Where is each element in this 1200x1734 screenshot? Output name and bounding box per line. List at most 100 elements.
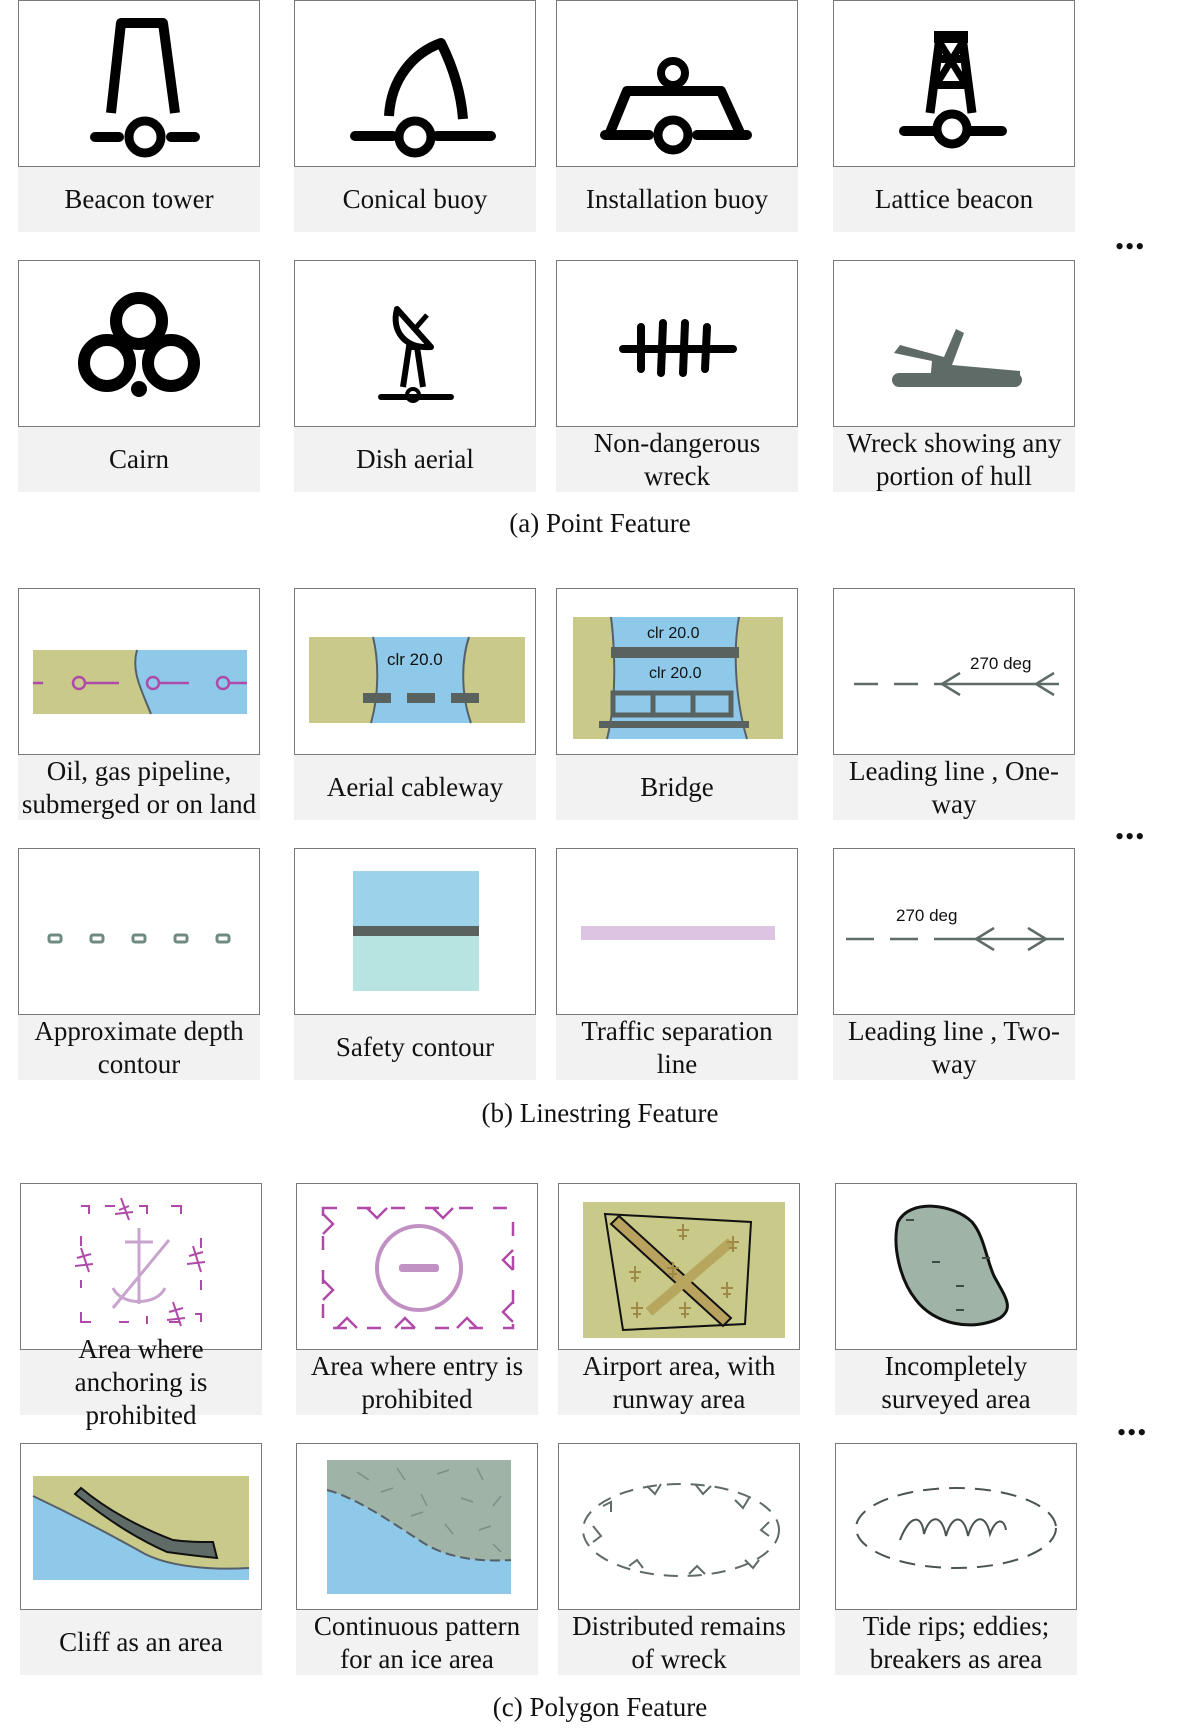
symbol-card: Wreck showing any portion of hull (833, 260, 1075, 492)
symbol-area (834, 261, 1074, 426)
bearing-text: 270 deg (970, 654, 1031, 673)
symbol-card: Beacon tower (18, 0, 260, 232)
dish-aerial-icon (378, 306, 454, 403)
symbol-label: Airport area, with runway area (558, 1349, 800, 1415)
symbol-card: Tide rips; eddies; breakers as area (835, 1443, 1077, 1675)
incompletely-surveyed-icon (894, 1204, 1009, 1327)
symbol-label: Dish aerial (294, 426, 536, 492)
symbol-card: Oil, gas pipeline, submerged or on land (18, 588, 260, 820)
symbol-area (19, 1, 259, 166)
symbol-label: Installation buoy (556, 166, 798, 232)
symbol-label: Traffic separation line (556, 1014, 798, 1080)
symbol-card: Cairn (18, 260, 260, 492)
symbol-area (834, 1, 1074, 166)
conical-buoy-icon (350, 38, 496, 158)
safety-contour-icon (353, 871, 479, 991)
bridge-icon: clr 20.0 clr 20.0 (573, 616, 783, 740)
more-indicator: ••• (1115, 232, 1146, 261)
bearing-text: 270 deg (896, 906, 957, 925)
symbol-area (295, 261, 535, 426)
distributed-wreck-icon (582, 1483, 780, 1577)
symbol-area (559, 1184, 799, 1349)
symbol-card: 270 deg Leading line , One-way (833, 588, 1075, 820)
approximate-depth-contour-icon (47, 933, 231, 944)
symbol-card: Non-dangerous wreck (556, 260, 798, 492)
symbol-area: 270 deg (834, 589, 1074, 754)
symbol-area (19, 849, 259, 1014)
installation-buoy-icon (600, 57, 752, 155)
symbol-label: Tide rips; eddies; breakers as area (835, 1609, 1077, 1675)
traffic-separation-line-icon (581, 926, 775, 940)
symbol-area (557, 849, 797, 1014)
symbol-card: Installation buoy (556, 0, 798, 232)
symbol-label: Cliff as an area (20, 1609, 262, 1675)
symbol-card: Cliff as an area (20, 1443, 262, 1675)
symbol-card: Approximate depth contour (18, 848, 260, 1080)
leading-line-one-way-icon: 270 deg (854, 654, 1059, 697)
symbol-area: clr 20.0 (295, 589, 535, 754)
symbol-card: Incompletely surveyed area (835, 1183, 1077, 1415)
symbol-card: clr 20.0 clr 20.0 Bridge (556, 588, 798, 820)
symbol-area (19, 261, 259, 426)
symbol-card: Safety contour (294, 848, 536, 1080)
clearance-text: clr 20.0 (647, 625, 700, 642)
cairn-icon (78, 292, 200, 397)
lattice-beacon-icon (899, 31, 1007, 149)
symbol-label: Aerial cableway (294, 754, 536, 820)
symbol-label: Leading line , Two-way (833, 1014, 1075, 1080)
symbol-area (297, 1184, 537, 1349)
symbol-area (836, 1444, 1076, 1609)
symbol-card: Lattice beacon (833, 0, 1075, 232)
symbol-label: Beacon tower (18, 166, 260, 232)
non-dangerous-wreck-icon (619, 319, 737, 377)
leading-line-two-way-icon: 270 deg (846, 906, 1064, 952)
airport-area-icon (583, 1202, 785, 1338)
symbol-card: Distributed remains of wreck (558, 1443, 800, 1675)
ice-area-icon (326, 1460, 512, 1594)
symbol-card: Conical buoy (294, 0, 536, 232)
symbol-label: Approximate depth contour (18, 1014, 260, 1080)
symbol-area (557, 1, 797, 166)
symbol-label: Non-dangerous wreck (556, 426, 798, 492)
symbol-card: Traffic separation line (556, 848, 798, 1080)
symbol-area (559, 1444, 799, 1609)
symbol-card: clr 20.0 Aerial cableway (294, 588, 536, 820)
symbol-label: Leading line , One-way (833, 754, 1075, 820)
symbol-area (21, 1444, 261, 1609)
symbol-card: 270 deg Leading line , Two-way (833, 848, 1075, 1080)
aerial-cableway-icon: clr 20.0 (309, 636, 525, 724)
symbol-label: Wreck showing any portion of hull (833, 426, 1075, 492)
symbol-label: Area where anchoring is prohibited (20, 1334, 262, 1430)
clearance-text: clr 20.0 (387, 650, 443, 669)
wreck-hull-icon (892, 329, 1022, 387)
symbol-area: clr 20.0 clr 20.0 (557, 589, 797, 754)
symbol-area (295, 1, 535, 166)
symbol-label: Distributed remains of wreck (558, 1609, 800, 1675)
more-indicator: ••• (1115, 822, 1146, 851)
section-caption: (c) Polygon Feature (492, 1692, 708, 1722)
symbol-area (836, 1184, 1076, 1349)
beacon-tower-icon (90, 18, 200, 158)
symbol-area (295, 849, 535, 1014)
entry-prohibited-icon (321, 1206, 515, 1330)
symbol-card: Dish aerial (294, 260, 536, 492)
symbol-card: Continuous pattern for an ice area (296, 1443, 538, 1675)
symbol-label: Conical buoy (294, 166, 536, 232)
clearance-text: clr 20.0 (649, 665, 702, 682)
pipeline-icon (33, 649, 247, 715)
symbol-label: Incompletely surveyed area (835, 1349, 1077, 1415)
symbol-area (557, 261, 797, 426)
section-caption: (b) Linestring Feature (481, 1098, 719, 1128)
symbol-area (21, 1184, 261, 1349)
tide-rips-icon (855, 1487, 1057, 1569)
symbol-card: Airport area, with runway area (558, 1183, 800, 1415)
symbol-area (297, 1444, 537, 1609)
symbol-label: Oil, gas pipeline, submerged or on land (18, 754, 260, 820)
symbol-label: Bridge (556, 754, 798, 820)
anchoring-prohibited-icon (74, 1197, 206, 1327)
more-indicator: ••• (1117, 1418, 1148, 1447)
symbol-label: Area where entry is prohibited (296, 1349, 538, 1415)
symbol-card: Area where anchoring is prohibited (20, 1183, 262, 1430)
symbol-area: 270 deg (834, 849, 1074, 1014)
cliff-area-icon (32, 1476, 250, 1580)
